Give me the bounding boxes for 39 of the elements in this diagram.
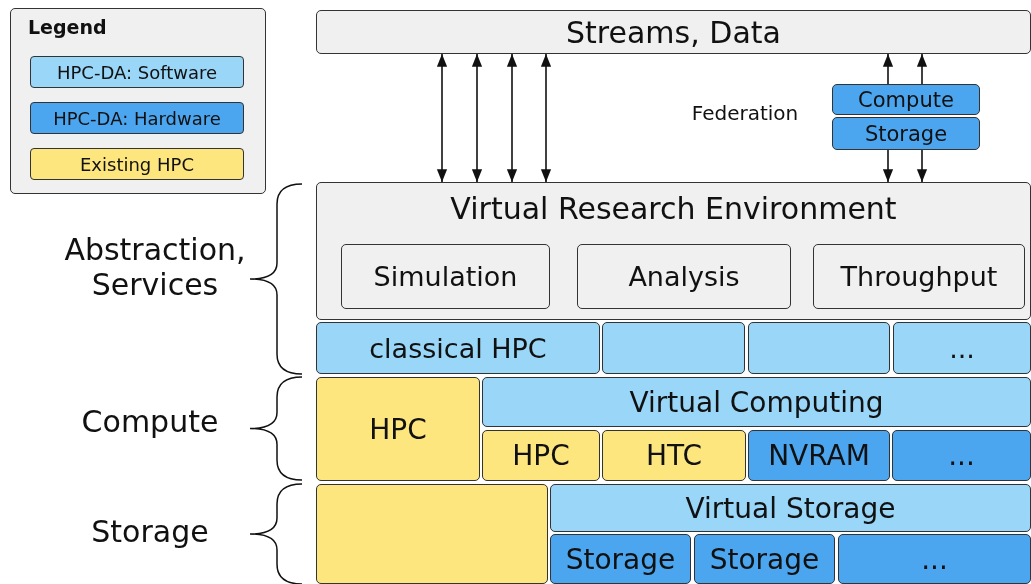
layer-box (748, 322, 890, 374)
panel-title: Virtual Research Environment (450, 191, 897, 226)
layer-box: ... (838, 534, 1031, 584)
arrow (882, 149, 894, 183)
legend-swatch: HPC-DA: Software (30, 56, 244, 88)
layer-box: HTC (602, 430, 746, 481)
component-box: Analysis (577, 244, 791, 309)
environment-panel (316, 182, 1031, 320)
arrow (916, 53, 928, 85)
layer-box: Storage (832, 117, 980, 150)
group-label: Federation (690, 101, 800, 125)
layer-box: Virtual Storage (550, 484, 1031, 532)
layer-box: Storage (550, 534, 691, 584)
layer-box: ... (893, 322, 1031, 374)
double-arrow (506, 53, 518, 183)
layer-box: Compute (832, 84, 980, 115)
double-arrow (540, 53, 552, 183)
layer-box: HPC (316, 377, 480, 481)
layer-box (316, 484, 548, 584)
layer-box: Streams, Data (316, 10, 1031, 54)
legend-swatch: Existing HPC (30, 148, 244, 180)
double-arrow (436, 53, 448, 183)
layer-label: Compute (80, 404, 220, 439)
layer-box (602, 322, 745, 374)
layer-box: classical HPC (316, 322, 600, 374)
arrow (916, 149, 928, 183)
layer-box: NVRAM (748, 430, 890, 481)
legend-title: Legend (28, 16, 108, 38)
layer-box: Virtual Computing (482, 377, 1031, 427)
component-box: Simulation (341, 244, 550, 309)
layer-label: Abstraction, Services (63, 232, 247, 302)
layer-box: ... (892, 430, 1031, 481)
legend-swatch: HPC-DA: Hardware (30, 102, 244, 134)
double-arrow (471, 53, 483, 183)
layer-box: HPC (482, 430, 600, 481)
component-box: Throughput (813, 244, 1025, 309)
arrow (882, 53, 894, 85)
layer-label: Storage (90, 514, 210, 549)
layer-box: Storage (694, 534, 835, 584)
